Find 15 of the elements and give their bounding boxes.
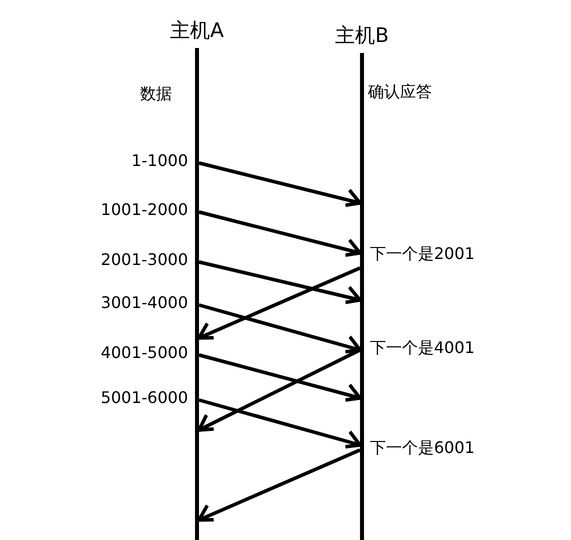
arrow [198, 161, 362, 207]
host-title: 主机B [335, 23, 389, 47]
column-label: 数据 [140, 84, 172, 104]
arrow [198, 210, 362, 257]
arrow [198, 303, 362, 354]
arrow [197, 448, 361, 522]
arrow [198, 260, 362, 304]
edge-label: 下一个是4001 [370, 338, 475, 358]
edge-label: 下一个是6001 [370, 438, 475, 458]
arrow [197, 266, 361, 340]
arrow [198, 353, 362, 402]
column-label: 确认应答 [368, 82, 432, 102]
edge-label: 下一个是2001 [370, 244, 475, 264]
host-title: 主机A [170, 18, 224, 42]
arrow [198, 398, 362, 448]
